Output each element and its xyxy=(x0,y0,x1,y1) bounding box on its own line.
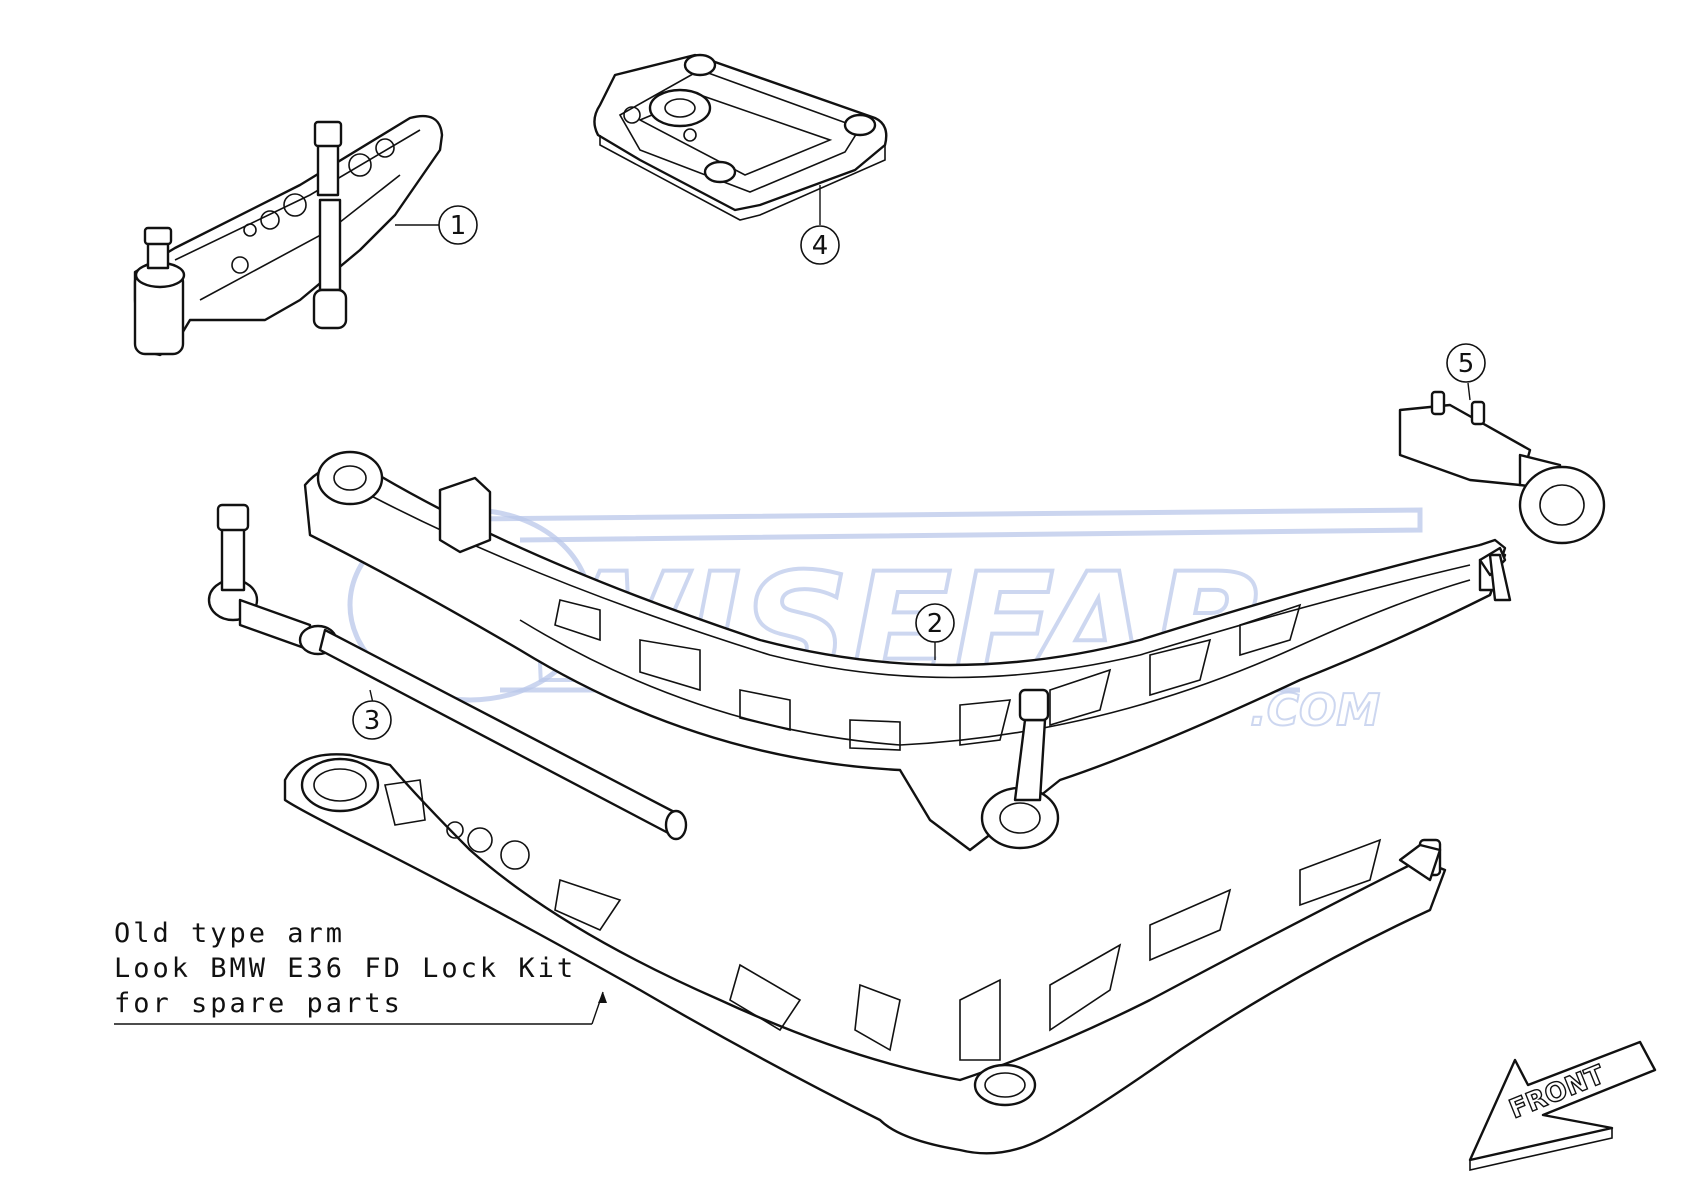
callout-2-label: 2 xyxy=(927,609,944,639)
front-direction-arrow: FRONT xyxy=(1468,1040,1657,1172)
callout-5-label: 5 xyxy=(1458,349,1475,379)
part-3-tie-rod xyxy=(207,503,688,841)
callout-1: 1 xyxy=(438,205,478,245)
note-line-3: for spare parts xyxy=(114,988,403,1019)
part-1-bracket xyxy=(133,114,444,357)
note-line-1: Old type arm xyxy=(114,918,346,949)
old-type-arm xyxy=(283,753,1447,1155)
callout-3-label: 3 xyxy=(364,706,381,736)
watermark-swoosh-top xyxy=(359,507,1423,543)
callout-4-label: 4 xyxy=(812,231,829,261)
note-leader xyxy=(114,991,607,1025)
callout-5: 5 xyxy=(1446,343,1486,383)
part-2-arm xyxy=(303,450,1512,852)
callout-1-label: 1 xyxy=(450,211,467,241)
callout-2: 2 xyxy=(915,603,955,643)
part-5-rod-end xyxy=(1398,390,1606,545)
callout-4: 4 xyxy=(800,225,840,265)
part-4-plate xyxy=(593,53,888,221)
callout-3: 3 xyxy=(352,700,392,740)
note-line-2: Look BMW E36 FD Lock Kit xyxy=(114,953,577,984)
